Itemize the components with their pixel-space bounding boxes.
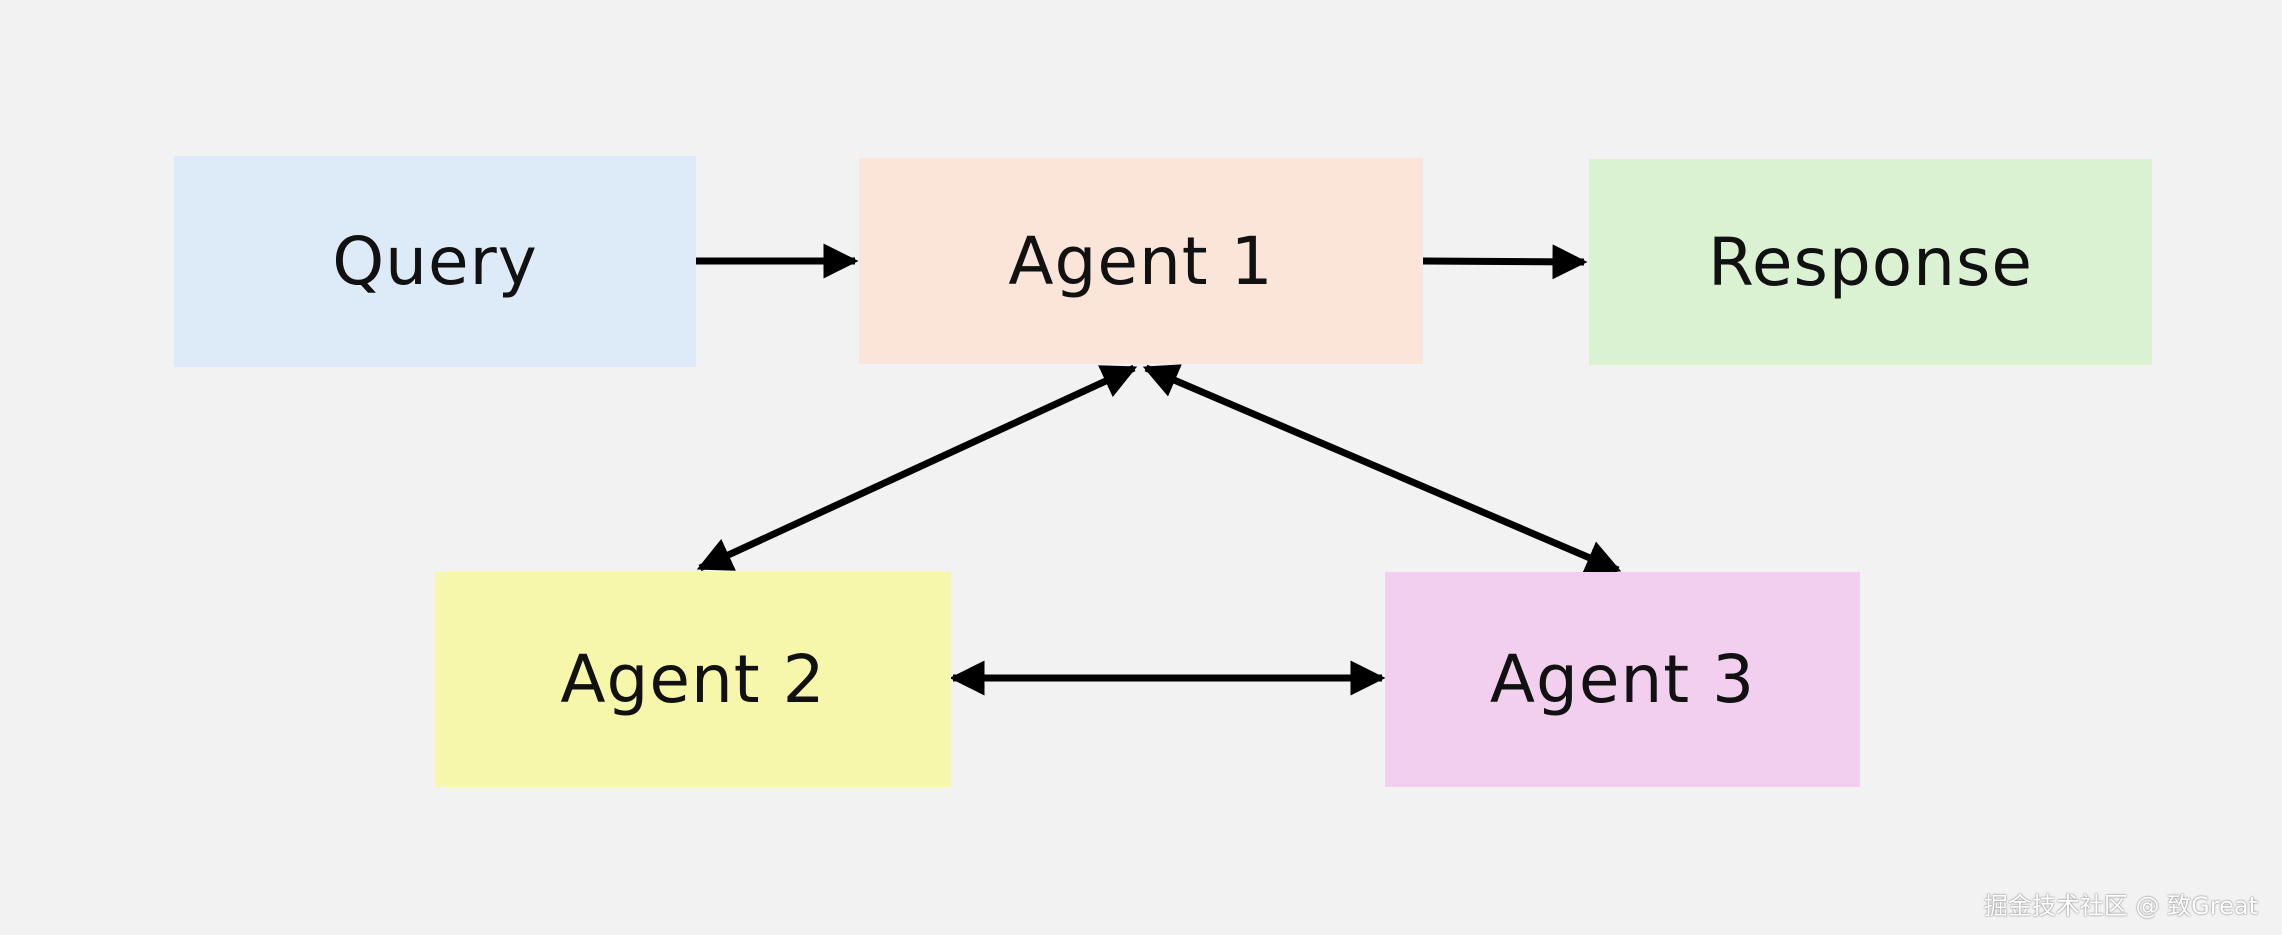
node-agent-2: Agent 2: [435, 572, 951, 787]
node-agent-3-label: Agent 3: [1489, 641, 1756, 718]
node-response-label: Response: [1708, 223, 2033, 301]
arrow-agent1-agent3-bidirectional: [1142, 364, 1622, 574]
arrow-agent1-agent2-bidirectional: [696, 364, 1138, 572]
node-query: Query: [174, 156, 696, 367]
arrow-agent1-to-response: [1422, 244, 1588, 280]
node-agent-1: Agent 1: [859, 158, 1423, 364]
watermark-text: 掘金技术社区 @ 致Great: [1983, 892, 2258, 920]
node-agent-2-label: Agent 2: [560, 641, 826, 718]
node-query-label: Query: [332, 223, 538, 300]
node-response: Response: [1589, 159, 2152, 365]
node-agent-1-label: Agent 1: [1008, 222, 1274, 300]
node-agent-3: Agent 3: [1385, 572, 1860, 787]
